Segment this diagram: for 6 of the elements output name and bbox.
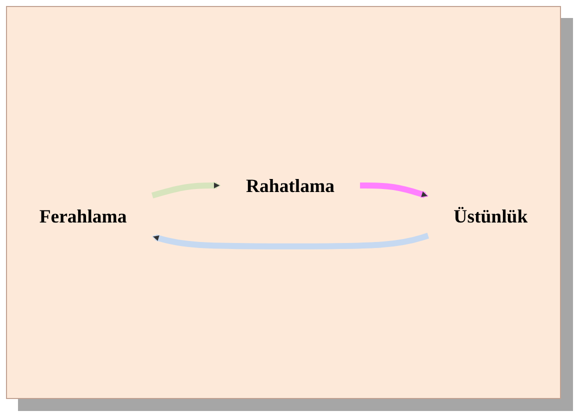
node-text: Rahatlama [246,174,334,196]
arrow [151,182,221,198]
node-text: Üstünlük [454,205,528,227]
arrow [152,232,430,250]
node-text: Ferahlama [39,205,127,227]
arrow [360,182,428,198]
